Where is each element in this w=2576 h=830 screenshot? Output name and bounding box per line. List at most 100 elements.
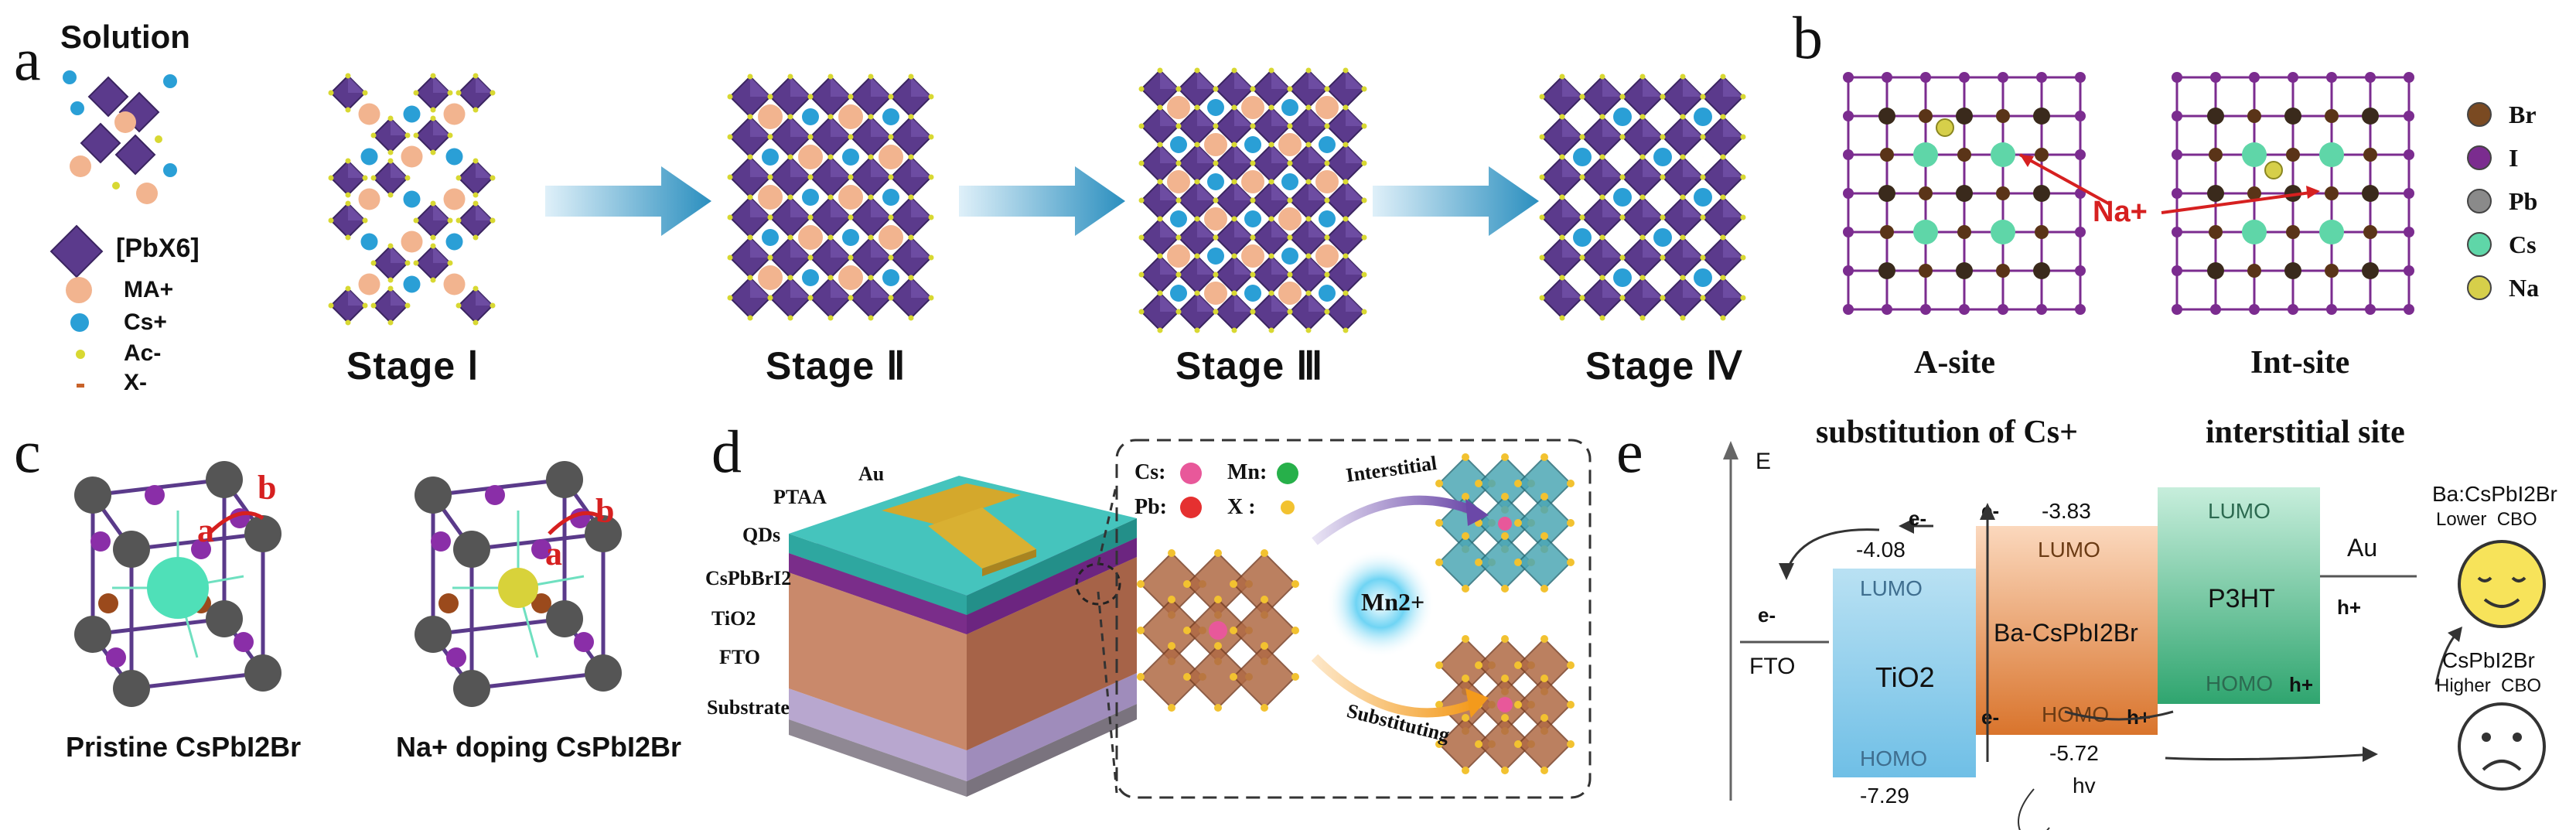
cs-ion	[1244, 210, 1261, 227]
perov-electron-bottom: e-	[1981, 705, 2000, 729]
i-atom	[574, 632, 594, 652]
fto-electron: e-	[1758, 603, 1776, 627]
ma-ion	[401, 231, 423, 253]
octahedron	[1232, 644, 1297, 709]
i-atom	[531, 539, 551, 559]
a-site-subtitle: substitution of Cs+	[1816, 415, 2079, 450]
int-site-subtitle: interstitial site	[2206, 415, 2405, 450]
ma-ion	[758, 104, 783, 129]
ma-ion	[838, 265, 863, 290]
perovskite-cluster	[1137, 549, 1299, 712]
cs-ion	[1694, 108, 1712, 126]
cs-ion	[882, 108, 899, 125]
smile-icon	[2458, 540, 2546, 628]
legend-dot-icon	[2467, 232, 2492, 257]
p3ht-lumo: LUMO	[2208, 499, 2271, 523]
cs-ion	[1573, 228, 1592, 247]
pb-atom	[415, 616, 452, 653]
center-atom	[147, 557, 209, 619]
cs-ion	[1281, 248, 1298, 265]
legend-pbx6: [PbX6]	[116, 234, 200, 263]
pb-atom	[2284, 262, 2301, 279]
tio2-lumo: LUMO	[1860, 576, 1923, 600]
face-good-title: Ba:CsPbI2Br	[2432, 482, 2557, 506]
pb-atom	[206, 600, 243, 637]
doped-unit-cell	[415, 461, 622, 707]
cs-atom	[1991, 142, 2015, 167]
legend-x-icon	[77, 384, 84, 388]
na-arrows	[2019, 153, 2320, 214]
zoom-box	[1097, 439, 1592, 799]
cs-atom	[1991, 220, 2015, 244]
pb-atom	[2284, 108, 2301, 125]
energy-axis	[1723, 441, 1738, 801]
ma-ion	[1204, 207, 1227, 231]
tio2-electron: e-	[1909, 507, 1927, 530]
layer-substrate: Substrate	[707, 696, 790, 719]
pb-atom	[113, 531, 150, 568]
cs-ion	[1209, 621, 1227, 640]
ma-ion	[443, 188, 466, 210]
cs-atom	[1913, 142, 1938, 167]
ma-ion	[838, 104, 863, 129]
cs-ion	[1170, 136, 1187, 153]
axis-a-label-2: a	[545, 535, 562, 572]
legend-dot-icon	[1281, 500, 1295, 514]
ma-ion	[401, 145, 423, 168]
arrow-3	[1373, 166, 1539, 236]
axis-b-label-1: b	[258, 469, 277, 507]
device-stack	[789, 476, 1137, 797]
stage-2-illustration	[727, 73, 934, 321]
cs-ion	[403, 190, 421, 208]
cs-ion	[360, 148, 378, 166]
legend-cs-icon	[70, 313, 89, 332]
doped-caption: Na+ doping CsPbI2Br	[396, 731, 682, 763]
face-good-sub: Lower CBO	[2436, 509, 2537, 530]
legend-dot-icon	[2467, 189, 2492, 213]
stage-3-label: Stage Ⅲ	[1175, 344, 1324, 388]
legend-row: Pb	[2467, 179, 2539, 223]
perov-homo-value: -5.72	[2049, 741, 2099, 765]
cs-ion	[1244, 285, 1261, 302]
cs-ion	[1281, 99, 1298, 116]
face-bad-sub: Higher CBO	[2436, 675, 2542, 696]
legend-cs-d: Cs:	[1134, 460, 1166, 484]
p3ht-homo: HOMO	[2206, 671, 2274, 695]
i-atom	[234, 632, 254, 652]
ma-ion	[758, 265, 783, 290]
cs-ion	[1694, 268, 1712, 287]
na-atom	[2264, 161, 2283, 179]
pb-atom	[1956, 262, 1973, 279]
pb-atom	[2284, 185, 2301, 202]
cs-ion	[360, 233, 378, 251]
cs-ion	[802, 108, 819, 125]
pb-atom	[244, 654, 281, 692]
cs-ion	[1281, 173, 1298, 190]
layer-fto: FTO	[719, 646, 760, 668]
photon-label: hv	[2073, 774, 2096, 798]
octahedron	[1517, 716, 1572, 772]
pb-atom	[2207, 262, 2224, 279]
ma-ion	[1167, 170, 1190, 193]
cs-atom	[2319, 142, 2344, 167]
pb-atom	[546, 461, 583, 498]
legend-label: Br	[2509, 100, 2537, 128]
pathway-arrows	[1311, 495, 1489, 718]
cs-ion	[403, 275, 421, 293]
zoom-legend	[1180, 463, 1298, 518]
cs-ion	[1498, 517, 1512, 531]
layer-qds: QDs	[742, 524, 781, 546]
solution-illustration	[63, 70, 177, 204]
legend-pb-d: Pb:	[1134, 495, 1167, 519]
br-atom	[438, 593, 459, 613]
stage-4-label: Stage Ⅳ	[1585, 344, 1743, 388]
cs-ion	[1170, 285, 1187, 302]
legend-dot-icon	[1277, 463, 1298, 484]
face-bad-title: CsPbI2Br	[2442, 648, 2535, 672]
energy-axis-label: E	[1755, 449, 1772, 474]
legend-label: Na	[2509, 273, 2540, 302]
ma-ion	[1204, 282, 1227, 305]
p3ht-name: P3HT	[2208, 584, 2275, 613]
pb-atom	[1878, 108, 1895, 125]
na-ion-label: Na+	[2093, 196, 2148, 228]
